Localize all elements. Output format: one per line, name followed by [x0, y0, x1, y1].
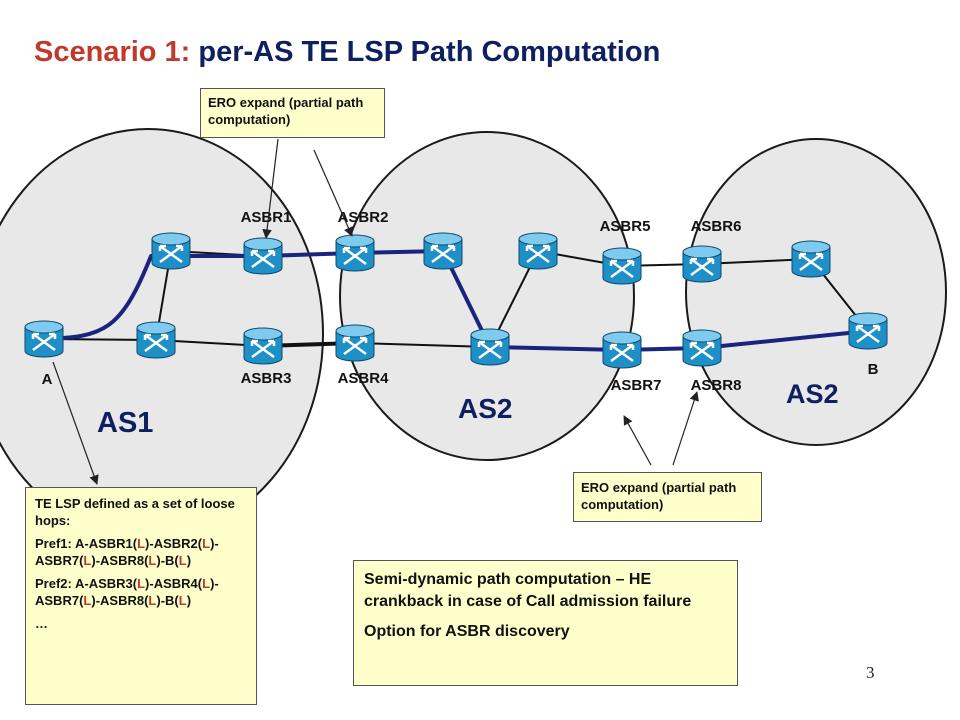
router-icon-r-as2-top1	[423, 232, 463, 270]
domain-label-as2-right: AS2	[786, 379, 839, 409]
router-icon-ASBR1	[243, 237, 283, 275]
router-icon-r-as1-mid	[136, 321, 176, 359]
node-label-ASBR6: ASBR6	[691, 218, 742, 235]
node-label-ASBR2: ASBR2	[338, 209, 389, 226]
pref2-path: Pref2: A-ASBR3(L)-ASBR4(L)-ASBR7(L)-ASBR…	[35, 576, 219, 608]
slide-title: Scenario 1: per-AS TE LSP Path Computati…	[34, 36, 660, 69]
ero-expand-text-top: ERO expand (partial path computation)	[208, 95, 364, 127]
router-icon-ASBR6	[682, 245, 722, 283]
arrow-ero-to-asbr7	[623, 415, 652, 466]
ellipsis: …	[35, 616, 48, 631]
page-number: 3	[866, 663, 875, 682]
semi-dynamic-callout: Semi-dynamic path computation – HE crank…	[353, 560, 738, 686]
router-icon-ASBR8	[682, 329, 722, 367]
router-icon-ASBR7	[602, 331, 642, 369]
arrow-ero-to-asbr1	[262, 138, 279, 239]
router-icon-B	[848, 312, 888, 350]
domain-as2-right	[685, 138, 947, 446]
router-icon-ASBR3	[243, 327, 283, 365]
asbr-discovery-text: Option for ASBR discovery	[364, 623, 570, 640]
loose-hops-callout: TE LSP defined as a set of loose hops: P…	[25, 487, 257, 705]
pref1-path: Pref1: A-ASBR1(L)-ASBR2(L)-ASBR7(L)-ASBR…	[35, 536, 219, 568]
router-icon-ASBR4	[335, 324, 375, 362]
lsp-path	[43, 249, 869, 352]
ero-expand-callout-bottom: ERO expand (partial path computation)	[573, 472, 762, 522]
router-icon-r-as2-top2	[518, 232, 558, 270]
node-label-ASBR7: ASBR7	[611, 377, 662, 394]
node-label-ASBR4: ASBR4	[338, 370, 390, 387]
node-label-ASBR1: ASBR1	[241, 209, 292, 226]
router-icon-A	[24, 320, 64, 358]
link-ASBR4-r-as2-bottom	[354, 342, 491, 348]
arrow-a-to-loose-hops	[52, 361, 99, 485]
arrow-ero-to-asbr8	[672, 391, 699, 466]
domain-label-as1: AS1	[97, 407, 153, 439]
router-icon-r-as2-bottom	[470, 328, 510, 366]
ero-expand-text-bottom: ERO expand (partial path computation)	[581, 480, 737, 512]
title-main: per-AS TE LSP Path Computation	[190, 36, 661, 68]
node-label-ASBR5: ASBR5	[600, 218, 651, 235]
arrow-ero-to-asbr2	[313, 149, 353, 237]
loose-hops-intro: TE LSP defined as a set of loose hops:	[35, 496, 235, 528]
node-label-ASBR8: ASBR8	[691, 377, 742, 394]
ero-expand-callout-top: ERO expand (partial path computation)	[200, 88, 385, 138]
node-label-ASBR3: ASBR3	[241, 370, 292, 387]
router-icon-r-as1-top	[151, 232, 191, 270]
title-prefix: Scenario 1:	[34, 36, 191, 68]
node-label-B: B	[868, 361, 879, 378]
router-icon-ASBR2	[335, 234, 375, 272]
router-icon-ASBR5	[602, 247, 642, 285]
node-label-A: A	[42, 371, 53, 388]
router-icon-r-as3-top	[791, 240, 831, 278]
semi-dynamic-text: Semi-dynamic path computation – HE crank…	[364, 571, 692, 610]
domain-label-as2-middle: AS2	[458, 393, 512, 424]
domain-as2-middle	[339, 131, 635, 461]
